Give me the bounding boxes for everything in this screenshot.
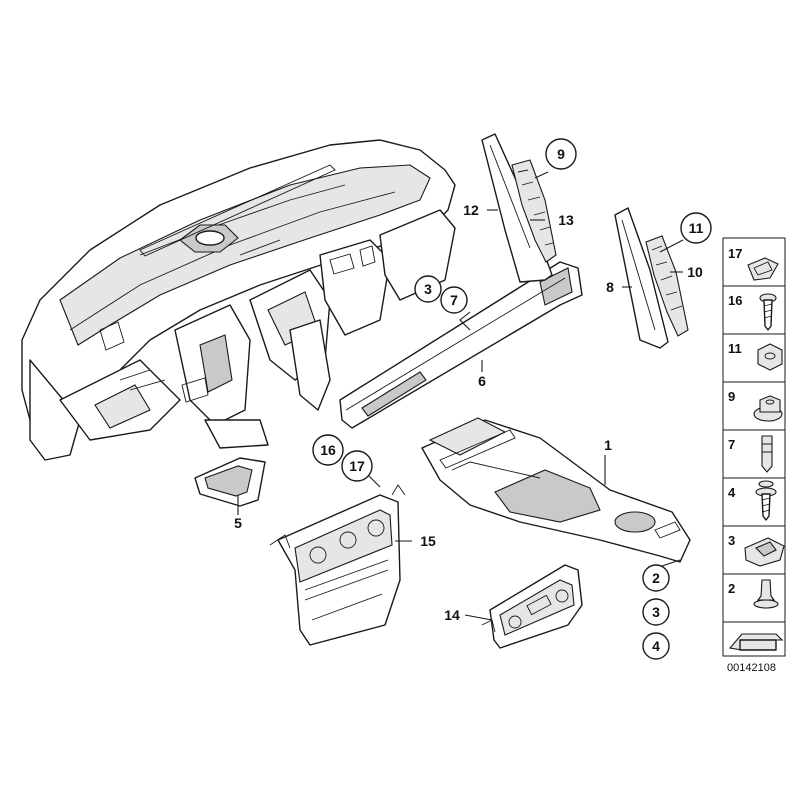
side-label-9: 9 (728, 389, 735, 404)
part-10-bracket (645, 235, 689, 337)
expanding-rivet-icon (761, 435, 773, 473)
dashboard-panel (21, 139, 456, 461)
callout-circle-4 (642, 632, 670, 660)
callout-circle-16 (312, 434, 344, 466)
label-part-11: 11 (689, 220, 704, 236)
callout-8: 8 (606, 279, 614, 295)
side-label-3: 3 (728, 533, 735, 548)
side-label-16: 16 (728, 293, 742, 308)
side-box-4 (722, 477, 786, 527)
callout-17: 17 (341, 450, 373, 482)
part-5-trim-bezel (194, 457, 266, 507)
label-part-2: 2 (652, 570, 660, 586)
screw-icon (759, 293, 777, 331)
callout-7: 7 (440, 286, 468, 314)
side-label-17: 17 (728, 246, 742, 261)
callout-circle-9 (545, 138, 577, 170)
callout-16: 16 (312, 434, 344, 466)
label-part-10: 10 (687, 264, 703, 280)
label-part-17: 17 (349, 458, 365, 474)
label-part-7: 7 (450, 292, 458, 308)
side-label-7: 7 (728, 437, 735, 452)
callout-circle-7 (440, 286, 468, 314)
callout-3: 3 (642, 598, 670, 626)
side-label-2: 2 (728, 581, 735, 596)
callout-circle-17 (341, 450, 373, 482)
label-part-4: 4 (652, 638, 660, 654)
label-part-3: 3 (652, 604, 660, 620)
label-part-3b: 3 (424, 281, 432, 297)
callout-12: 12 (463, 202, 479, 218)
label-part-9: 9 (557, 146, 565, 162)
spring-clip-icon (747, 257, 779, 281)
callout-circle-3 (642, 598, 670, 626)
callout-2: 2 (642, 564, 670, 592)
callout-5: 5 (234, 515, 242, 531)
label-part-13: 13 (558, 212, 574, 228)
side-label-11: 11 (728, 341, 742, 356)
callout-circle-3b (414, 275, 442, 303)
collar-nut-icon (753, 395, 783, 422)
callout-6: 6 (478, 373, 486, 389)
part-15-center-stack-trim (269, 484, 406, 646)
callout-10: 10 (687, 264, 703, 280)
callout-13: 13 (558, 212, 574, 228)
side-box-7 (722, 429, 786, 479)
label-part-12: 12 (463, 202, 479, 218)
part-1-center-console-trim (421, 417, 691, 563)
side-box-16 (722, 285, 786, 335)
callout-9: 9 (545, 138, 577, 170)
label-part-14: 14 (444, 607, 460, 623)
callout-4: 4 (642, 632, 670, 660)
side-panel: 17 16 11 9 7 4 (722, 237, 786, 674)
label-part-5: 5 (234, 515, 242, 531)
side-label-4: 4 (728, 485, 736, 500)
part-14-climate-panel-bezel (481, 564, 583, 649)
callout-circle-11 (680, 212, 712, 244)
label-part-8: 8 (606, 279, 614, 295)
hex-nut-icon (757, 343, 783, 371)
part-13-bracket (511, 159, 557, 263)
clip-nut-icon (744, 537, 785, 567)
part-8-trim-strip (614, 207, 669, 349)
plastic-pin-icon (753, 579, 779, 609)
label-part-16: 16 (320, 442, 336, 458)
leader-lines (237, 171, 684, 621)
screw-with-washer-icon (755, 480, 777, 521)
part-12-trim-strip (481, 133, 553, 283)
callout-circle-2 (642, 564, 670, 592)
callout-1: 1 (604, 437, 612, 453)
part-6-decor-strip (339, 261, 583, 429)
label-part-1: 1 (604, 437, 612, 453)
direction-arrow-icon (728, 633, 784, 651)
reference-number: 00142108 (727, 662, 776, 674)
callout-15: 15 (420, 533, 436, 549)
callout-11: 11 (680, 212, 712, 244)
callout-3b: 3 (414, 275, 442, 303)
callout-14: 14 (444, 607, 460, 623)
label-part-6: 6 (478, 373, 486, 389)
label-part-15: 15 (420, 533, 436, 549)
